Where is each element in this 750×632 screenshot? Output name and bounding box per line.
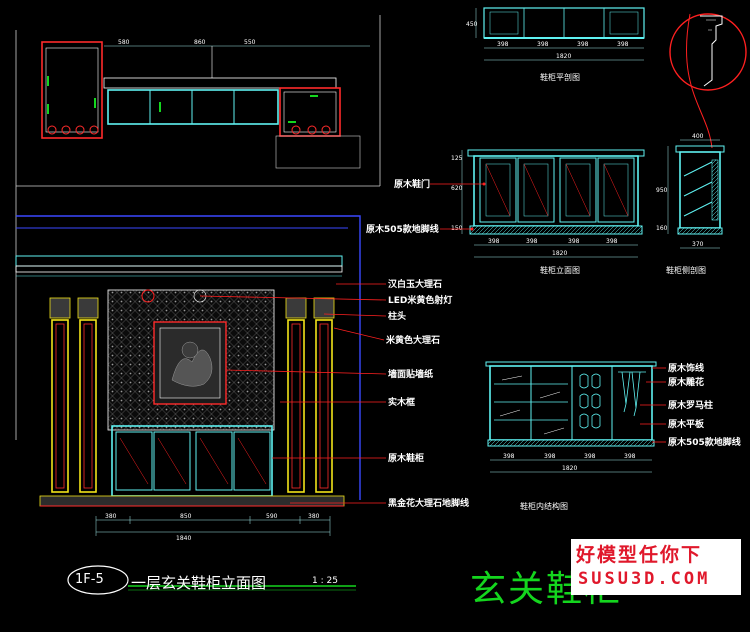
interior-label-column: 原木罗马柱 [668,399,713,411]
main-dim-3: 590 [266,513,278,520]
plan-caption: 鞋柜平剖图 [540,72,580,82]
main-dim-total: 1840 [176,535,191,542]
elev-height-dim-1: 125 [451,155,463,162]
shoe-cabinet-plan-view: 450 398 398 398 398 1820 鞋柜平剖图 [466,7,645,82]
label-wallpaper: 墙面贴墙纸 [388,368,433,380]
label-solid-wood-frame: 实木框 [388,396,415,408]
top-plan-dim-2: 860 [194,39,206,46]
main-dim-1: 380 [105,513,117,520]
plan-dim-2: 398 [537,41,549,48]
watermark-badge [571,539,741,595]
top-plan-dim-3: 550 [244,39,256,46]
plan-height-dim: 450 [466,21,478,28]
interior-label-carving: 原木雕花 [668,376,704,388]
top-plan-section: 580 860 550 [15,15,381,440]
watermark-site: SUSU3D.COM [578,569,711,589]
elev-dim-3: 398 [568,238,580,245]
top-plan-dim-1: 580 [118,39,130,46]
label-white-marble: 汉白玉大理石 [388,278,442,290]
elev-dim-2: 398 [526,238,538,245]
side-caption: 鞋柜侧剖图 [666,265,706,275]
interior-label-plinth: 原木505款地脚线 [668,436,741,448]
shoe-cabinet-side-view: 400 950 160 370 鞋柜侧剖图 [656,133,725,275]
side-bottom-dim: 370 [692,241,704,248]
interior-caption: 鞋柜内结构图 [520,501,568,511]
interior-dim-1: 398 [503,453,515,460]
elev-height-dim-2: 620 [451,185,463,192]
shoe-cabinet-interior-view: 398 398 398 398 1820 鞋柜内结构图 原木饰线 原木雕花 原木… [485,361,741,511]
shoe-cabinet-elevation-view: 125 620 150 398 398 398 398 1820 鞋柜立面图 原… [366,149,645,275]
interior-label-panel: 原木平板 [668,418,705,430]
label-wood-shoe-cabinet: 原木鞋柜 [388,452,424,464]
plan-dim-4: 398 [617,41,629,48]
elev-label-plinth: 原木505款地脚线 [366,223,439,235]
interior-dim-3: 398 [584,453,596,460]
elev-dim-total: 1820 [552,250,567,257]
side-height-dim-1: 950 [656,187,668,194]
moulding-detail-callout [669,13,747,149]
plan-dim-3: 398 [577,41,589,48]
main-dim-4: 380 [308,513,320,520]
elev-dim-1: 398 [488,238,500,245]
watermark-slogan: 好模型任你下 [576,544,703,566]
sheet-title: 一层玄关鞋柜立面图 [131,574,267,592]
label-capital: 柱头 [388,310,406,322]
interior-label-trim: 原木饰线 [668,362,704,374]
interior-dim-total: 1820 [562,465,577,472]
elev-label-door: 原木鞋门 [394,178,430,190]
sheet-scale: 1 : 25 [312,576,338,586]
plan-dim-1: 398 [497,41,509,48]
label-led-spotlight: LED米黄色射灯 [388,294,452,306]
label-beige-marble: 米黄色大理石 [385,334,440,346]
elevation-caption: 鞋柜立面图 [540,265,580,275]
label-black-gold-skirting: 黑金花大理石地脚线 [388,497,469,509]
interior-dim-2: 398 [544,453,556,460]
title-block [67,565,356,595]
sheet-number: 1F-5 [75,572,104,587]
plan-dim-total: 1820 [556,53,571,60]
side-height-dim-2: 160 [656,225,668,232]
main-elevation: 汉白玉大理石 LED米黄色射灯 柱头 米黄色大理石 墙面贴墙纸 实木框 原木鞋柜… [15,215,469,542]
side-top-dim: 400 [692,133,704,140]
elev-height-dim-3: 150 [451,225,463,232]
main-dim-2: 850 [180,513,192,520]
interior-dim-4: 398 [624,453,636,460]
elev-dim-4: 398 [606,238,618,245]
